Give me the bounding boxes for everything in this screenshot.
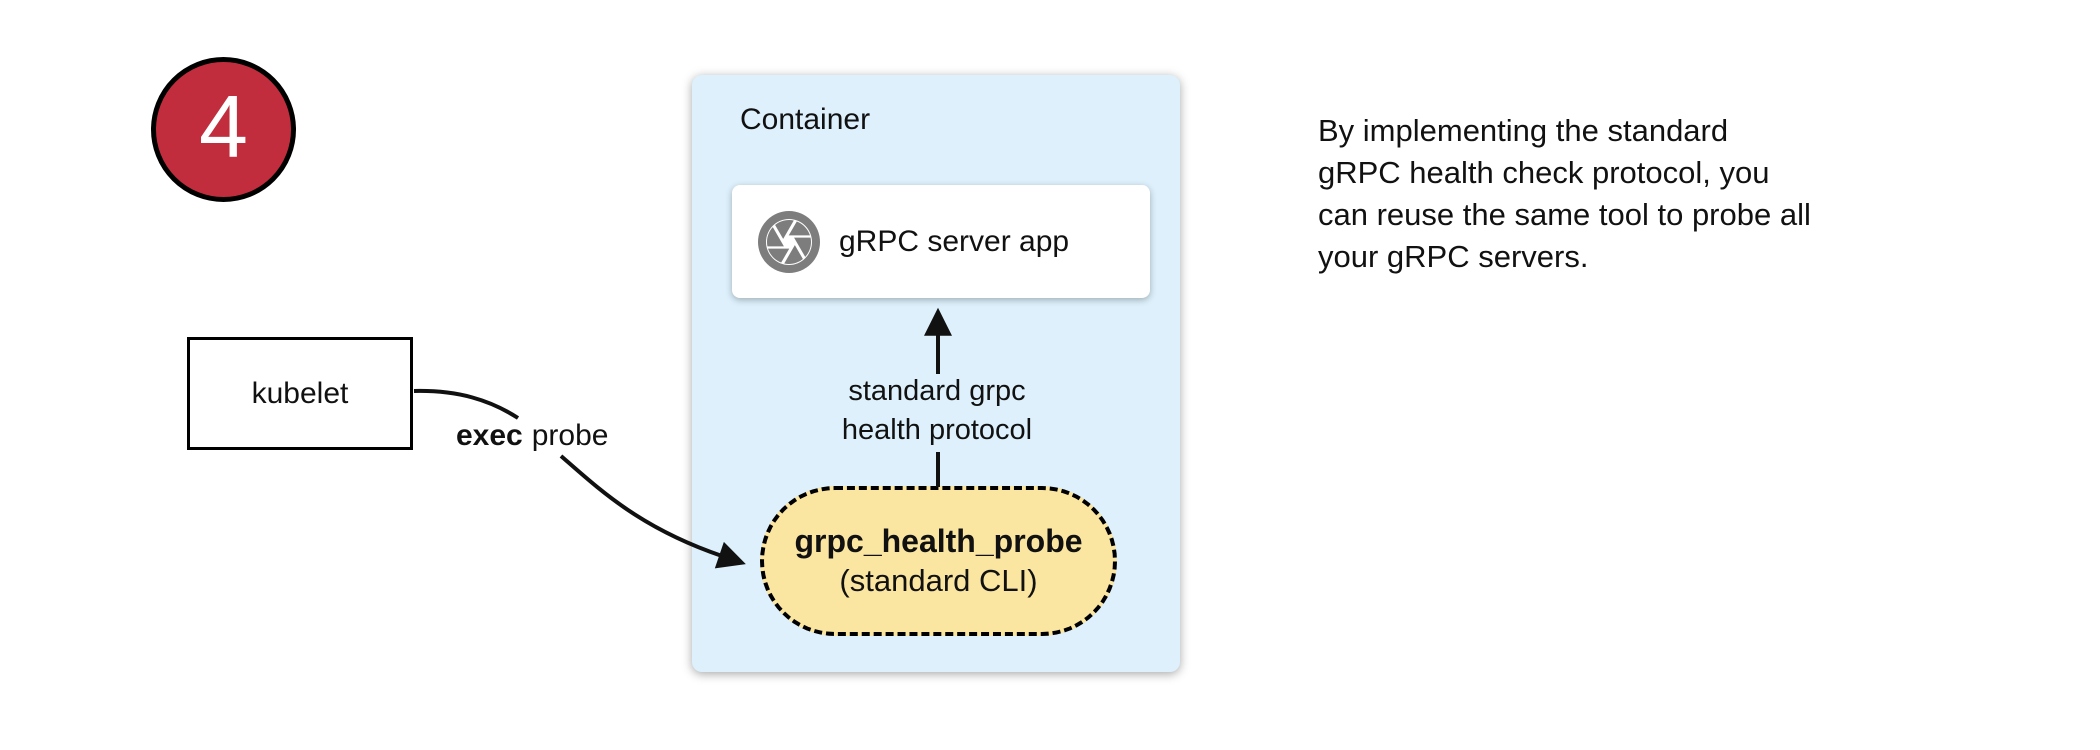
health-protocol-label-line1: standard grpc <box>848 375 1026 407</box>
grpc-health-probe-subtitle: (standard CLI) <box>839 563 1038 598</box>
health-protocol-label-line2: health protocol <box>841 414 1033 446</box>
note-paragraph: By implementing the standard gRPC health… <box>1318 110 1858 278</box>
note-line-2: gRPC health check protocol, you <box>1318 155 1770 190</box>
exec-probe-arrow-seg1 <box>413 388 520 420</box>
exec-probe-label-rest: probe <box>531 419 609 452</box>
aperture-icon <box>758 210 820 273</box>
step-number: 4 <box>199 76 248 176</box>
container-box: Container gRPC server app standard grpc … <box>692 75 1180 672</box>
health-protocol-label: standard grpc health protocol <box>787 372 1087 450</box>
grpc-health-probe-pill: grpc_health_probe (standard CLI) <box>760 486 1117 636</box>
exec-probe-label-bold: exec <box>456 419 523 452</box>
grpc-server-app-label: gRPC server app <box>839 224 1070 258</box>
kubelet-box: kubelet <box>187 337 413 450</box>
note-line-3: can reuse the same tool to probe all <box>1318 197 1811 232</box>
container-title: Container <box>740 103 871 136</box>
grpc-health-probe-name: grpc_health_probe <box>794 523 1083 559</box>
note-line-4: your gRPC servers. <box>1318 239 1589 274</box>
note-line-1: By implementing the standard <box>1318 113 1729 148</box>
exec-probe-label: exec probe <box>456 419 608 453</box>
grpc-server-app-card: gRPC server app <box>732 185 1150 298</box>
kubelet-label: kubelet <box>251 376 349 410</box>
step-number-badge: 4 <box>151 57 296 202</box>
